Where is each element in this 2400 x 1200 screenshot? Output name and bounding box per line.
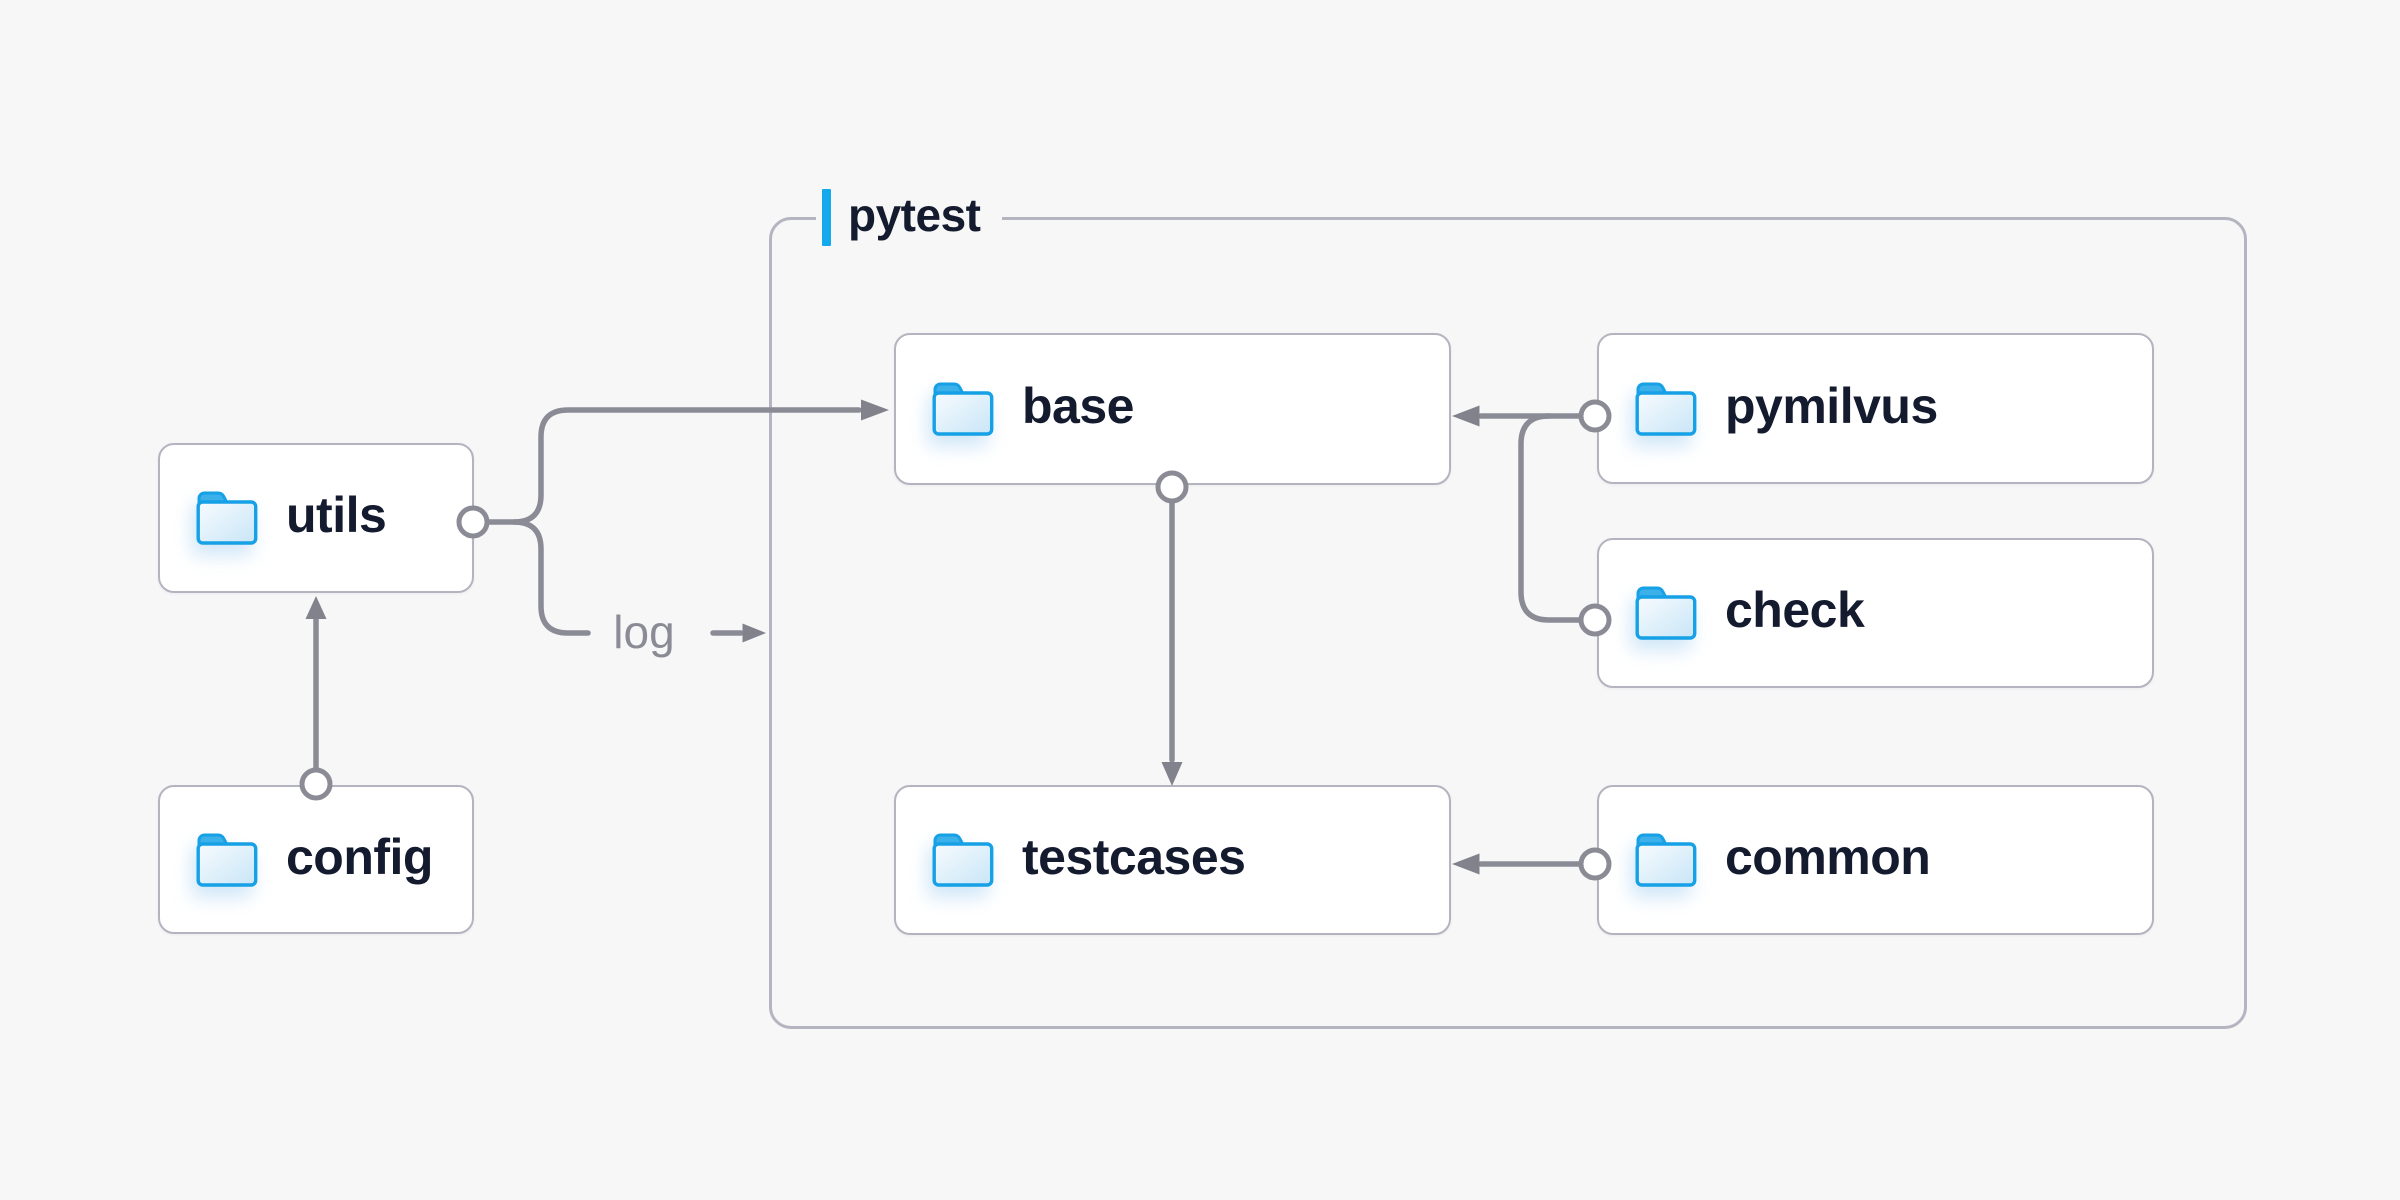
edge-utils-log bbox=[511, 519, 591, 636]
folder-icon bbox=[1635, 586, 1697, 640]
node-utils: utils bbox=[158, 443, 474, 593]
pytest-group-title: pytest bbox=[848, 189, 981, 241]
node-config: config bbox=[158, 785, 474, 934]
node-label: check bbox=[1725, 582, 1865, 638]
node-label: config bbox=[286, 828, 433, 885]
node-label: utils bbox=[286, 487, 387, 543]
arrowhead-into-utils bbox=[305, 596, 327, 619]
node-base: base bbox=[894, 333, 1451, 485]
node-testcases: testcases bbox=[894, 785, 1451, 935]
pytest-group-container bbox=[769, 217, 2247, 1029]
log-edge-label: log bbox=[613, 606, 675, 659]
folder-icon bbox=[196, 491, 258, 545]
folder-icon bbox=[932, 833, 994, 887]
accent-bar bbox=[822, 188, 831, 246]
node-label: testcases bbox=[1022, 829, 1246, 885]
node-common: common bbox=[1597, 785, 2154, 935]
folder-icon bbox=[932, 382, 994, 436]
node-label: common bbox=[1725, 829, 1931, 885]
folder-icon bbox=[196, 833, 258, 887]
node-label: pymilvus bbox=[1725, 377, 1938, 434]
node-label: base bbox=[1022, 378, 1134, 434]
arrowhead-log bbox=[742, 623, 766, 643]
node-check: check bbox=[1597, 538, 2154, 688]
node-pymilvus: pymilvus bbox=[1597, 333, 2154, 484]
folder-icon bbox=[1635, 382, 1697, 436]
folder-icon bbox=[1635, 833, 1697, 887]
pytest-group-label: pytest bbox=[816, 186, 1003, 248]
